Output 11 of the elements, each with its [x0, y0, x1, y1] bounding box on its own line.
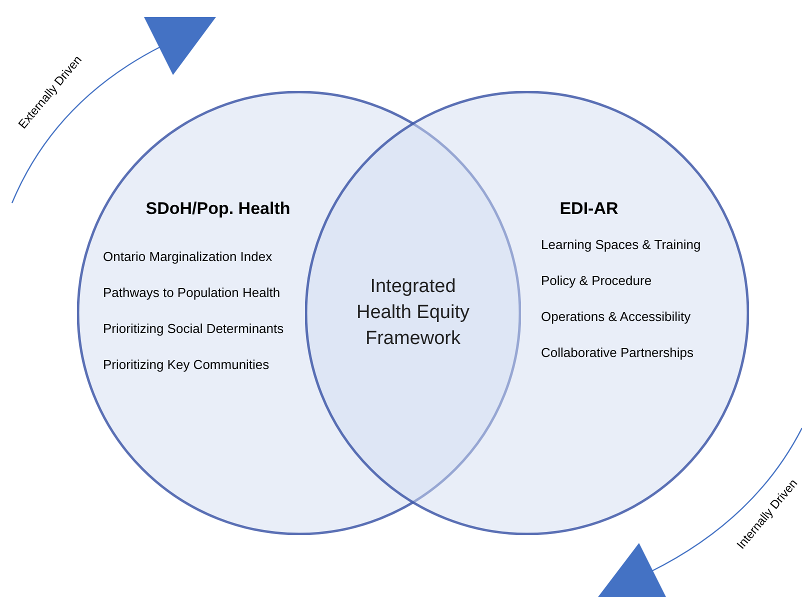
list-item: Ontario Marginalization Index [103, 248, 272, 266]
list-item: Operations & Accessibility [541, 308, 691, 326]
list-item: Prioritizing Key Communities [103, 356, 270, 374]
list-item: Policy & Procedure [541, 272, 652, 290]
list-item: Collaborative Partnerships [541, 344, 694, 362]
circle-heading: EDI-AR [560, 198, 618, 220]
list-item: Learning Spaces & Training [541, 236, 701, 254]
circle-heading: SDoH/Pop. Health [146, 198, 290, 220]
list-item: Pathways to Population Health [103, 284, 280, 302]
overlap-label: Integrated Health Equity Framework [353, 274, 473, 352]
list-item: Prioritizing Social Determinants [103, 320, 284, 338]
